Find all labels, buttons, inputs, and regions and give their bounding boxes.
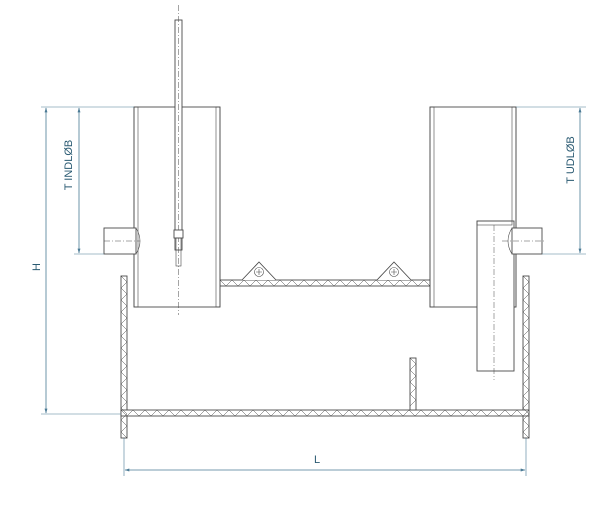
dimension-h: H — [31, 106, 134, 415]
inlet-depth-label: T INDLØB — [63, 140, 75, 191]
dimension-outlet-depth: T UDLØB — [516, 106, 586, 255]
dimension-l: L — [123, 438, 527, 476]
lifting-lug-left — [241, 261, 277, 281]
length-label: L — [314, 454, 320, 466]
height-label: H — [31, 263, 43, 271]
inlet-column — [103, 5, 221, 315]
lifting-lug-right — [376, 261, 412, 281]
dimension-inlet-depth: T INDLØB — [63, 107, 104, 255]
outlet-depth-label: T UDLØB — [565, 136, 577, 183]
outlet-column — [429, 106, 545, 380]
